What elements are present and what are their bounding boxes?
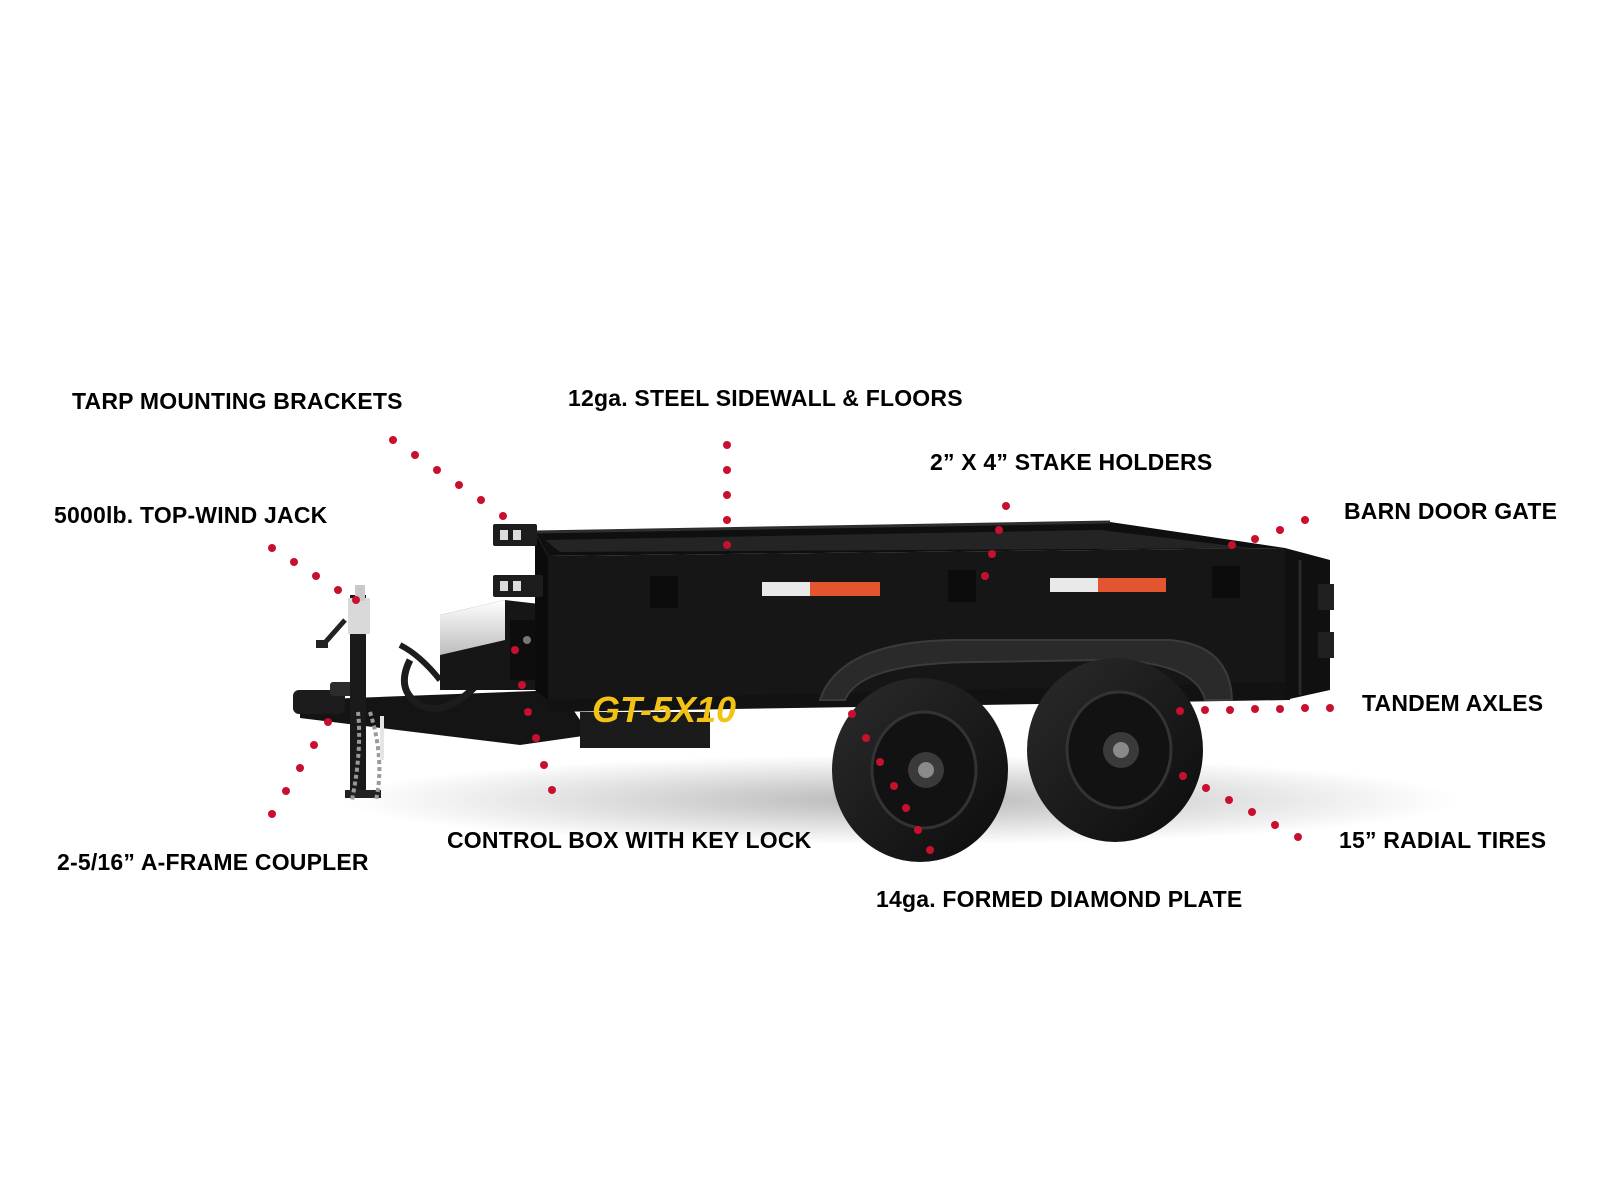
leader-dot xyxy=(268,544,276,552)
label-tarp-mounting-brackets: TARP MOUNTING BRACKETS xyxy=(72,388,403,414)
model-decal: GT-5X10 xyxy=(592,689,736,730)
leader-dot xyxy=(268,810,276,818)
reflector-white xyxy=(762,582,810,596)
front-panel xyxy=(535,532,548,700)
leader-dot xyxy=(995,526,1003,534)
leader-dot xyxy=(1202,784,1210,792)
label-coupler: 2-5/16” A-FRAME COUPLER xyxy=(57,849,369,875)
a-frame-tongue xyxy=(300,690,590,745)
leader-dot xyxy=(334,586,342,594)
leader-dot xyxy=(282,787,290,795)
leader-dot xyxy=(876,758,884,766)
under-hoist xyxy=(580,712,710,748)
diamond-plate-fender xyxy=(818,639,1234,701)
reflector-white xyxy=(1050,578,1098,592)
rear-tire xyxy=(1027,658,1203,842)
stake-pocket xyxy=(1212,566,1240,598)
leader-dot xyxy=(902,804,910,812)
leader-dot xyxy=(290,558,298,566)
leader-dot xyxy=(848,710,856,718)
stake-pocket xyxy=(650,576,678,608)
dump-body-sidewall xyxy=(548,548,1285,700)
leader-dot xyxy=(499,512,507,520)
leader-dot xyxy=(1179,772,1187,780)
leader-dot xyxy=(477,496,485,504)
leader-dot xyxy=(723,491,731,499)
leader-dot xyxy=(1176,707,1184,715)
tarp-brackets xyxy=(493,524,543,597)
leader-dot xyxy=(1301,516,1309,524)
leader-dot xyxy=(1271,821,1279,829)
leader-dot xyxy=(1294,833,1302,841)
leader-dot xyxy=(890,782,898,790)
leader-dot xyxy=(1251,705,1259,713)
hydraulic-hose xyxy=(400,658,493,712)
reflector-red xyxy=(1098,578,1166,592)
label-steel-sidewall: 12ga. STEEL SIDEWALL & FLOORS xyxy=(568,385,963,411)
leader-dot xyxy=(548,786,556,794)
leader-dot xyxy=(1228,541,1236,549)
top-wind-jack xyxy=(316,585,381,798)
leader-dot xyxy=(988,550,996,558)
leader-dot xyxy=(1226,706,1234,714)
leader-dot xyxy=(324,718,332,726)
leader-dot xyxy=(312,572,320,580)
coupler-head xyxy=(293,690,345,714)
leader-dot xyxy=(862,734,870,742)
leader-dot xyxy=(433,466,441,474)
leader-dot xyxy=(1301,704,1309,712)
leader-dot xyxy=(914,826,922,834)
leader-dot xyxy=(1201,706,1209,714)
stake-pocket xyxy=(948,570,976,602)
leader-dot xyxy=(511,646,519,654)
leader-dot xyxy=(532,734,540,742)
leader-dot xyxy=(389,436,397,444)
label-diamond-plate: 14ga. FORMED DIAMOND PLATE xyxy=(876,886,1243,912)
control-box xyxy=(440,600,548,690)
leader-dot xyxy=(296,764,304,772)
label-top-wind-jack: 5000lb. TOP-WIND JACK xyxy=(54,502,328,528)
leader-dot xyxy=(352,596,360,604)
label-tandem-axles: TANDEM AXLES xyxy=(1362,690,1544,716)
leader-dot xyxy=(310,741,318,749)
reflector-red xyxy=(810,582,880,596)
leader-dot xyxy=(723,441,731,449)
leader-dot xyxy=(1002,502,1010,510)
leader-dot xyxy=(1326,704,1334,712)
leader-dot xyxy=(1225,796,1233,804)
leader-dots xyxy=(268,436,1334,854)
leader-dot xyxy=(524,708,532,716)
label-stake-holders: 2” X 4” STAKE HOLDERS xyxy=(930,449,1213,475)
leader-dot xyxy=(723,466,731,474)
coupler-latch xyxy=(330,682,354,696)
leader-dot xyxy=(723,541,731,549)
leader-dot xyxy=(518,681,526,689)
label-radial-tires: 15” RADIAL TIRES xyxy=(1339,827,1547,853)
leader-dot xyxy=(1276,705,1284,713)
front-tire xyxy=(832,678,1008,862)
safety-chain xyxy=(350,711,362,801)
label-control-box: CONTROL BOX WITH KEY LOCK xyxy=(447,827,812,853)
leader-dot xyxy=(723,516,731,524)
leader-dot xyxy=(411,451,419,459)
leader-dot xyxy=(1248,808,1256,816)
label-barn-door-gate: BARN DOOR GATE xyxy=(1344,498,1558,524)
leader-dot xyxy=(1276,526,1284,534)
barn-door-gate xyxy=(1285,548,1334,700)
leader-dot xyxy=(981,572,989,580)
leader-dot xyxy=(1251,535,1259,543)
leader-dot xyxy=(540,761,548,769)
leader-dot xyxy=(926,846,934,854)
leader-dot xyxy=(455,481,463,489)
